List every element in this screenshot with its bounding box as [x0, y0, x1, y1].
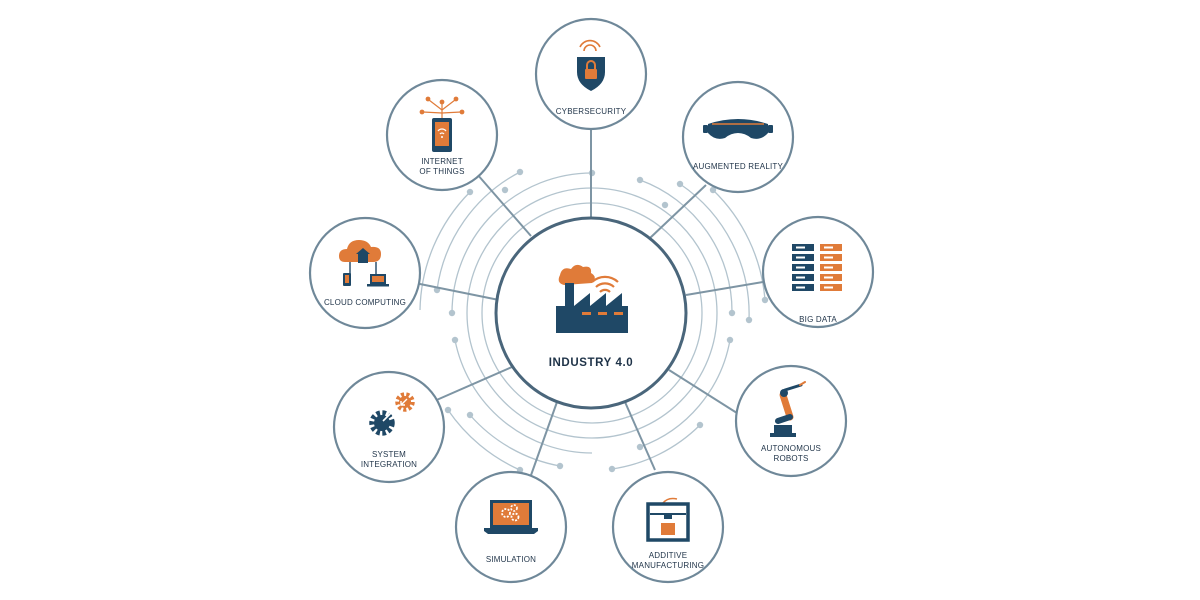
node-label: ADDITIVE — [649, 551, 688, 560]
gears-icon — [369, 392, 415, 436]
node-label: BIG DATA — [799, 315, 837, 324]
node-internet-of-things: INTERNET OF THINGS — [385, 78, 499, 192]
node-system-integration: SYSTEM INTEGRATION — [332, 370, 446, 484]
server-rack-icon — [792, 244, 842, 291]
node-additive-manufacturing: ADDITIVE MANUFACTURING — [611, 470, 725, 584]
node-label: INTERNET — [421, 157, 463, 166]
node-simulation: SIMULATION — [454, 470, 568, 584]
node-label: ROBOTS — [774, 454, 809, 463]
factory-icon — [556, 264, 628, 333]
node-cybersecurity: CYBERSECURITY — [534, 17, 648, 131]
robot-arm-icon — [770, 381, 806, 437]
node-label: AUGMENTED REALITY — [693, 162, 784, 171]
node-label: INTEGRATION — [361, 460, 417, 469]
cloud-network-icon — [339, 240, 389, 287]
node-augmented-reality: AUGMENTED REALITY — [681, 80, 795, 194]
node-label: CLOUD COMPUTING — [324, 298, 406, 307]
node-label: AUTONOMOUS — [761, 444, 821, 453]
node-label: SYSTEM — [372, 450, 406, 459]
node-big-data: BIG DATA — [761, 215, 875, 329]
smartphone-iot-icon — [419, 96, 465, 152]
shield-lock-icon — [577, 39, 605, 91]
connectors — [414, 130, 764, 479]
3d-printer-icon — [646, 497, 690, 542]
hub-label: INDUSTRY 4.0 — [549, 357, 634, 369]
node-cloud-computing: CLOUD COMPUTING — [308, 216, 422, 330]
node-label: SIMULATION — [486, 555, 536, 564]
node-label: OF THINGS — [419, 167, 464, 176]
vr-goggles-icon — [703, 119, 773, 139]
laptop-gears-icon — [484, 500, 538, 534]
node-autonomous-robots: AUTONOMOUS ROBOTS — [734, 364, 848, 478]
node-label: MANUFACTURING — [632, 561, 704, 570]
node-label: CYBERSECURITY — [556, 107, 627, 116]
hub: INDUSTRY 4.0 — [494, 216, 688, 410]
